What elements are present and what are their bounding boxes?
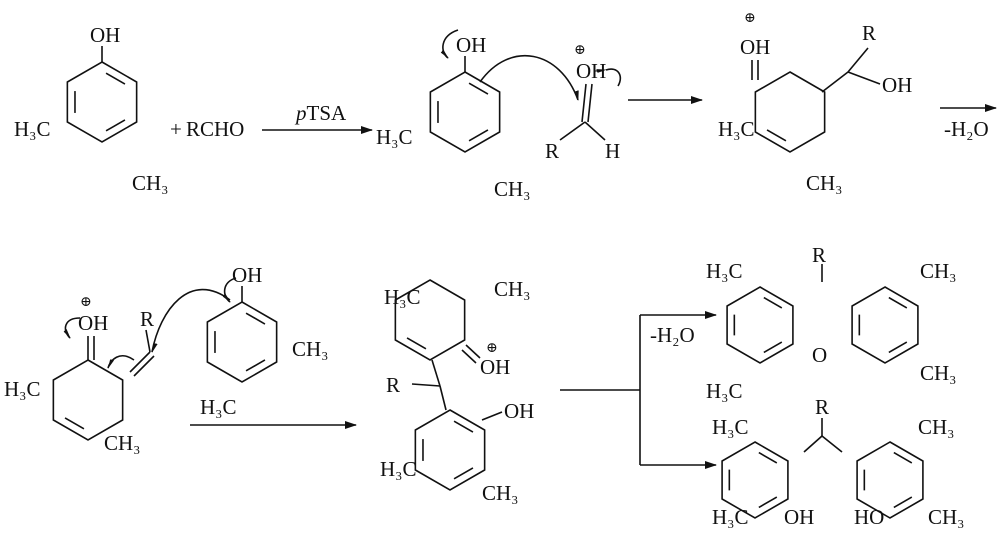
ring (414, 409, 486, 491)
hydroxyl-label: OH (740, 35, 770, 59)
double-bond (763, 341, 783, 354)
double-bond (888, 341, 908, 354)
catalyst-label: pTSA (294, 101, 347, 125)
methyl-label: H₃C (718, 117, 755, 141)
positive-charge: ⊕ (80, 295, 92, 310)
dehydration-label: -H₂O (944, 117, 989, 141)
methyl-label: CH₃ (494, 177, 531, 201)
curved-arrow (596, 68, 622, 87)
r-group-label: R (140, 307, 154, 331)
positive-charge: ⊕ (486, 341, 498, 356)
hydroxyl-label: OH (576, 59, 606, 83)
curved-arrow (479, 55, 579, 101)
double-bond (468, 82, 489, 95)
methyl-label: H₃C (706, 379, 743, 403)
double-bond (766, 129, 787, 142)
oxygen-label: O (812, 343, 827, 367)
ring (856, 441, 924, 519)
dimer-intermediate: H₃C CH₃ ⊕ OH R OH H₃C CH₃ (380, 277, 534, 505)
double-bond (758, 496, 778, 509)
plus-sign: + (170, 117, 182, 141)
hydroxyl-label: HO (854, 505, 884, 529)
double-bond (453, 420, 474, 433)
r-group-label: R (812, 243, 826, 267)
curved-arrow (222, 277, 237, 303)
reactant-dimethylphenol: OH H₃C CH₃ (14, 23, 169, 195)
methyl-label: H₃C (14, 117, 51, 141)
ring (394, 279, 466, 361)
double-bond (893, 496, 913, 509)
double-bond (893, 451, 913, 464)
xanthene-product: R H₃C CH₃ O H₃C CH₃ (706, 243, 957, 403)
phenol-attack: OH H₃C CH₃ (376, 29, 579, 201)
methyl-label: H₃C (706, 259, 743, 283)
positive-charge: ⊕ (744, 11, 756, 26)
hydroxyl-label: OH (882, 73, 912, 97)
methyl-label: H₃C (712, 415, 749, 439)
methyl-label: H₃C (384, 285, 421, 309)
dehydration-label: -H₂O (650, 323, 695, 347)
methyl-label: CH₃ (482, 481, 519, 505)
double-bond (245, 359, 266, 372)
positive-charge: ⊕ (574, 43, 586, 58)
double-bond (758, 451, 778, 464)
methyl-label: H₃C (4, 377, 41, 401)
curved-arrow (440, 29, 459, 59)
hydroxyl-label: OH (90, 23, 120, 47)
ring (721, 441, 789, 519)
methyl-label: CH₃ (928, 505, 965, 529)
hydroxyl-label: OH (78, 311, 108, 335)
r-group-label: R (545, 139, 559, 163)
double-bond (105, 119, 126, 132)
hydroxyl-label: OH (784, 505, 814, 529)
methyl-label: CH₃ (292, 337, 329, 361)
r-group-label: R (386, 373, 400, 397)
double-bond (245, 312, 266, 325)
r-group-label: R (862, 21, 876, 45)
hydroxyl-label: OH (232, 263, 262, 287)
r-group-label: R (815, 395, 829, 419)
methyl-label: CH₃ (918, 415, 955, 439)
methyl-label: CH₃ (920, 259, 957, 283)
curved-arrow (107, 355, 135, 369)
ring (429, 71, 501, 153)
carbinol-cation: ⊕ OH R OH H₃C CH₃ (718, 11, 912, 195)
methyl-label: CH₃ (132, 171, 169, 195)
ring (66, 61, 138, 143)
hydrogen-label: H (605, 139, 620, 163)
protonated-aldehyde: ⊕ OH R H (545, 43, 622, 163)
double-bond (453, 467, 474, 480)
ring-structures (52, 61, 924, 519)
ring (206, 301, 278, 383)
hydroxyl-label: OH (456, 33, 486, 57)
curved-arrow (63, 317, 81, 339)
hydroxyl-label: OH (480, 355, 510, 379)
double-bond (763, 296, 783, 309)
quinone-methide: ⊕ OH R H₃C CH₃ (4, 288, 231, 455)
methyl-label: CH₃ (104, 431, 141, 455)
bisphenol-product: R H₃C CH₃ H₃C OH HO CH₃ (712, 395, 965, 529)
ring (851, 286, 919, 364)
methyl-label: H₃C (200, 395, 237, 419)
methyl-label: CH₃ (806, 171, 843, 195)
methyl-label: CH₃ (920, 361, 957, 385)
curved-arrow (151, 288, 231, 353)
methyl-label: H₃C (380, 457, 417, 481)
double-bond (406, 337, 427, 350)
methyl-label: H₃C (376, 125, 413, 149)
methyl-label: CH₃ (494, 277, 531, 301)
ring (52, 359, 124, 441)
double-bond (105, 72, 126, 85)
aldehyde-label: RCHO (186, 117, 244, 141)
double-bond (64, 417, 85, 430)
hydroxyl-label: OH (504, 399, 534, 423)
double-bond (888, 296, 908, 309)
second-phenol: OH CH₃ H₃C (200, 263, 329, 419)
ring (726, 286, 794, 364)
methyl-label: H₃C (712, 505, 749, 529)
double-bond (468, 129, 489, 142)
ring (754, 71, 826, 153)
